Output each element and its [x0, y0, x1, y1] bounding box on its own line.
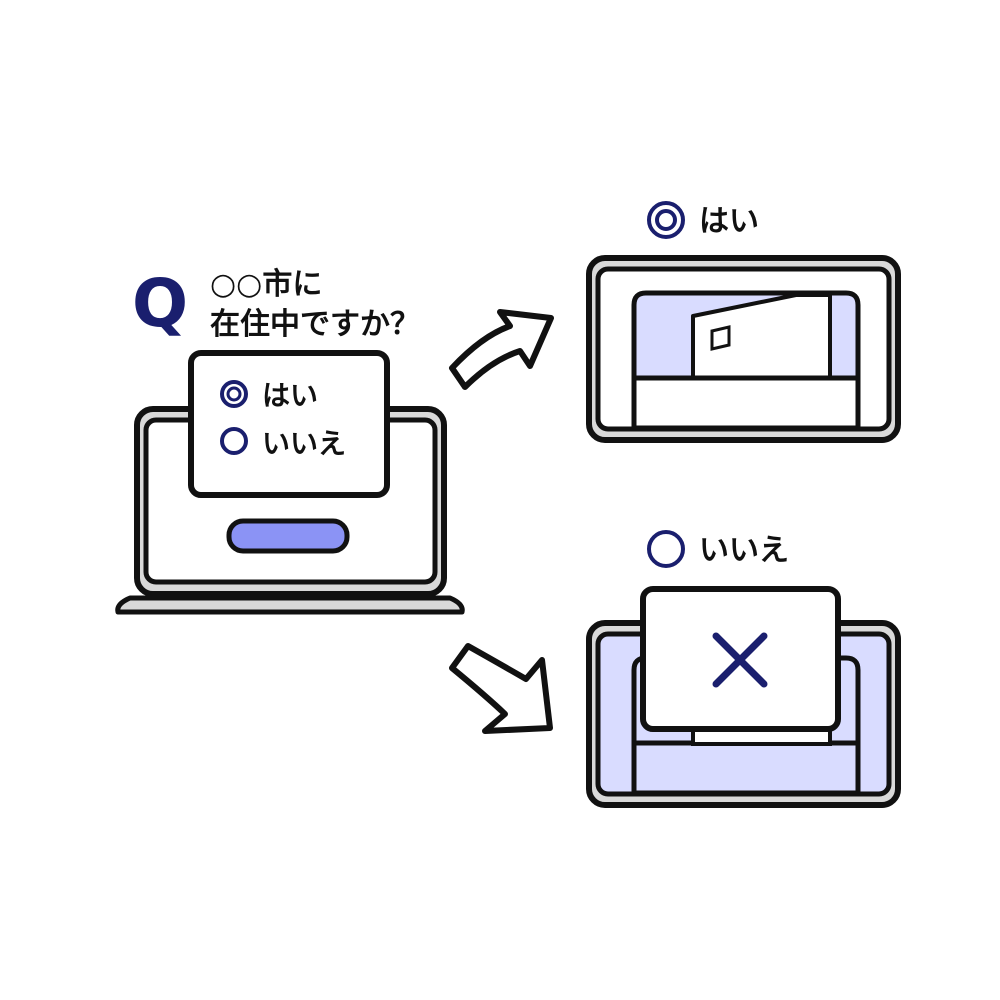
- pocket-front: [631, 375, 861, 431]
- form-card: はい いいえ: [188, 350, 390, 498]
- question-line-2: 在住中ですか？: [210, 307, 420, 342]
- pocket-front-no: [631, 740, 861, 796]
- arrow-down-right-icon: [449, 643, 553, 734]
- circle-icon: [647, 530, 685, 568]
- outcome-no: いいえ: [586, 530, 901, 808]
- form-card-body: [188, 350, 390, 498]
- double-circle-icon: [647, 201, 685, 239]
- outcome-yes-label: はい: [699, 204, 759, 239]
- cross-icon: [712, 632, 768, 688]
- radio-no-label: いいえ: [262, 427, 346, 460]
- outcome-yes: はい: [586, 201, 901, 443]
- radio-no[interactable]: [220, 427, 248, 455]
- arrow-up-right-icon: [449, 309, 554, 390]
- document-photo-icon: [710, 325, 731, 351]
- radio-yes-label: はい: [262, 379, 318, 412]
- question-line-1: ○○市に: [210, 267, 322, 302]
- outcome-no-label: いいえ: [699, 533, 789, 568]
- laptop-base: [115, 595, 465, 615]
- radio-yes[interactable]: [220, 380, 248, 408]
- submit-button[interactable]: [226, 518, 350, 554]
- question-marker: Q: [132, 265, 188, 342]
